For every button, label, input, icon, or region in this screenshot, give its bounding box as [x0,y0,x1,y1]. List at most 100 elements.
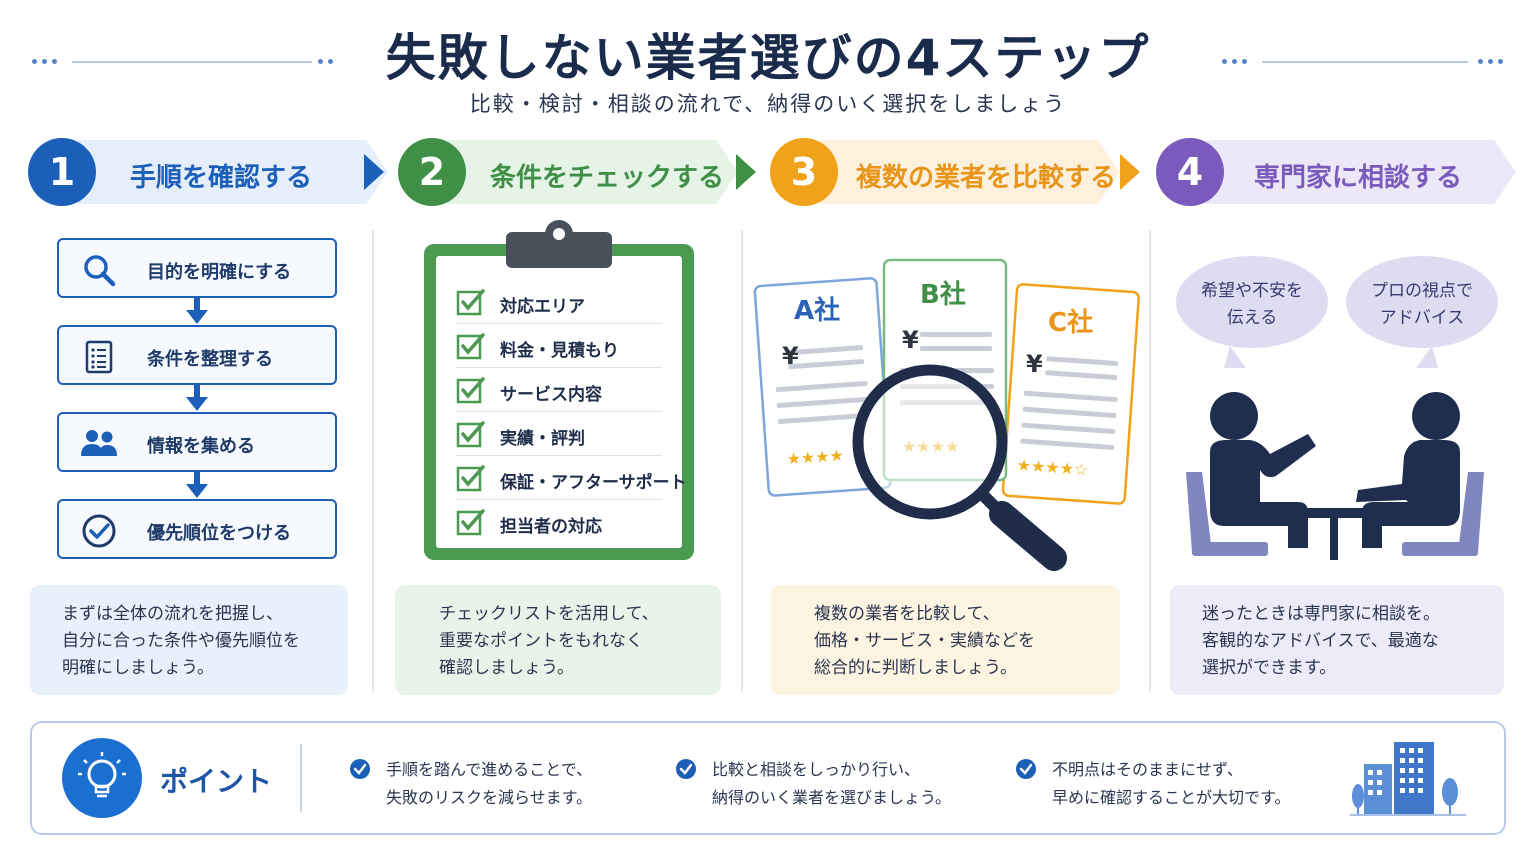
point-item-line: 不明点はそのままにせず、 [1052,760,1243,779]
svg-text:★★★★: ★★★★ [786,446,845,469]
search-icon [84,255,116,287]
page-subtitle: 比較・検討・相談の流れで、納得のいく選択をしましょう [469,92,1067,116]
process-item-label: 情報を集める [147,436,255,457]
checklist-item-label: 担当者の対応 [500,517,602,537]
checklist-item-label: 対応エリア [500,297,585,317]
column-separator [1149,230,1151,692]
bubble-text: プロの視点で [1371,281,1473,301]
checklist-item-label: 実績・評判 [500,429,585,449]
company-card-b-name: B社 [920,280,966,310]
column-separator [741,230,743,692]
step-4-strip [1206,140,1516,204]
process-item: 優先順位をつける [57,499,337,559]
step-2-strip [448,140,738,204]
step-2-arrow [736,154,756,190]
arrow-down-icon [186,385,208,411]
currency-symbol: ¥ [782,342,799,370]
point-panel [30,721,1506,835]
check-badge-icon [350,759,370,779]
point-item-line: 比較と相談をしっかり行い、 [712,760,921,779]
consultation-illustration [1186,346,1484,560]
note-line: まずは全体の流れを把握し、 [62,604,283,624]
process-item-label: 条件を整理する [147,349,273,370]
note-line: 総合的に判断しましょう。 [814,658,1017,678]
company-card-c: ★★★★☆ [1001,283,1140,505]
step-4-note: 迷ったときは専門家に相談を。 客観的なアドバイスで、最適な 選択ができます。 [1170,585,1504,695]
step-2-label: 条件をチェックする [490,163,725,193]
checklist-item: 担当者の対応 [456,500,662,544]
column-separator [372,230,374,692]
arrow-down-icon [186,472,208,498]
bubble-text: 希望や不安を [1201,281,1303,301]
step-1-label: 手順を確認する [130,163,313,193]
checklist-item-label: 料金・見積もり [500,341,619,361]
checklist-item: 実績・評判 [456,412,662,456]
checklist-item-label: 保証・アフターサポート [500,473,687,493]
checkbox-checked-icon [456,289,485,316]
document-list-icon [85,340,113,374]
checkbox-checked-icon [456,465,485,492]
checkbox-checked-icon [456,509,485,536]
note-line: 迷ったときは専門家に相談を。 [1202,604,1440,624]
arrow-down-icon [186,298,208,324]
note-line: 複数の業者を比較して、 [814,604,1000,624]
checklist-item-label: サービス内容 [500,385,602,405]
point-label: ポイント [160,765,273,798]
checklist-item: 保証・アフターサポート [456,456,687,500]
checkbox-checked-icon [456,421,485,448]
currency-symbol: ¥ [902,326,919,354]
point-item-line: 納得のいく業者を選びましょう。 [712,788,952,807]
note-line: 重要なポイントをもれなく [439,631,643,651]
note-line: 客観的なアドバイスで、最適な [1202,631,1439,651]
point-badge [62,738,142,818]
check-circle-icon [82,514,116,548]
step-3-label: 複数の業者を比較する [856,163,1117,193]
checklist-item: 対応エリア [456,280,662,324]
step-3-strip [820,140,1120,204]
step-3-number: 3 [770,138,838,206]
point-divider [300,744,302,812]
note-line: 自分に合った条件や優先順位を [62,631,300,651]
page-title: 失敗しない業者選びの4ステップ [385,29,1151,87]
step-2-banner: 2 条件をチェックする [398,138,768,206]
company-card-c-name: C社 [1048,308,1094,338]
note-line: 選択ができます。 [1202,658,1337,678]
checklist-item: 料金・見積もり [456,324,662,368]
step-1-arrow [364,154,384,190]
building-icon [1350,742,1466,816]
step-4-number: 4 [1156,138,1224,206]
check-badge-icon [1016,759,1036,779]
point-item-line: 失敗のリスクを減らせます。 [386,788,593,807]
step-1-banner: 1 手順を確認する [28,138,388,206]
step-2-note: チェックリストを活用して、 重要なポイントをもれなく 確認しましょう。 [395,585,721,695]
checklist-item: サービス内容 [456,368,662,412]
bubble-text: 伝える [1226,308,1278,328]
point-item-line: 手順を踏んで進めることで、 [386,760,593,779]
step-1-number: 1 [28,138,96,206]
step-4-banner: 4 専門家に相談する [1156,138,1518,206]
process-item-label: 目的を明確にする [147,262,292,283]
currency-symbol: ¥ [1026,350,1043,378]
company-compare-illustration: ★★★★ ★★★★☆ ★★★★ [753,258,1140,571]
step-3-note: 複数の業者を比較して、 価格・サービス・実績などを 総合的に判断しましょう。 [770,585,1120,695]
check-badge-icon [676,759,696,779]
lightbulb-icon [78,752,126,798]
checkbox-checked-icon [456,377,485,404]
step-2-number: 2 [398,138,466,206]
title-decoration-left [32,58,334,66]
people-icon [81,430,117,456]
svg-text:★★★★☆: ★★★★☆ [1016,455,1089,479]
magnifier-icon [852,364,1067,571]
step-4-label: 専門家に相談する [1254,163,1463,193]
step-1-note: まずは全体の流れを把握し、 自分に合った条件や優先順位を 明確にしましょう。 [30,585,348,695]
process-item: 情報を集める [57,412,337,472]
title-decoration-right [1222,58,1504,66]
speech-bubble-left: 希望や不安を 伝える [1176,256,1328,348]
speech-bubble-right: プロの視点で アドバイス [1346,256,1498,348]
note-line: チェックリストを活用して、 [439,604,659,624]
note-line: 価格・サービス・実績などを [814,631,1035,651]
note-line: 確認しましょう。 [439,658,574,678]
step-3-banner: 3 複数の業者を比較する [770,138,1142,206]
step-3-arrow [1120,154,1140,190]
company-card-a-name: A社 [794,296,841,326]
